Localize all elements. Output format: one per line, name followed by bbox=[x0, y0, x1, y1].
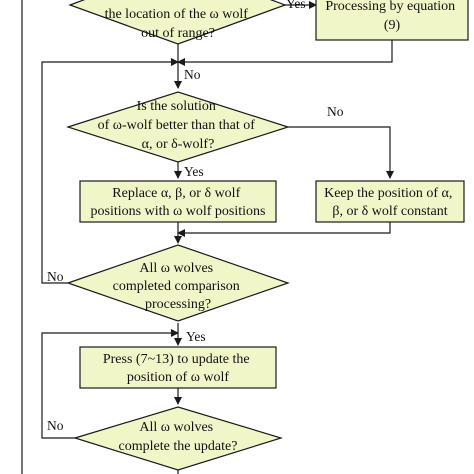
label-solution-yes: Yes bbox=[184, 164, 204, 179]
process-equation-text: Processing by equation (9) bbox=[325, 0, 458, 33]
update-position-text: Press (7~13) to update the position of ω… bbox=[103, 352, 253, 385]
label-comparison-no: No bbox=[47, 269, 64, 284]
edge-keep-merge bbox=[177, 222, 391, 237]
comparison-check-diamond bbox=[66, 244, 290, 322]
range-check-diamond bbox=[68, 0, 287, 45]
label-range-yes: Yes bbox=[286, 0, 306, 11]
update-check-diamond bbox=[72, 406, 284, 471]
edge-solution-no bbox=[288, 126, 394, 179]
solution-check-diamond bbox=[66, 91, 290, 163]
replace-positions-box bbox=[79, 180, 277, 223]
comparison-check-text: All ω wolves completed comparison proces… bbox=[113, 261, 244, 312]
update-position-box bbox=[79, 346, 277, 389]
label-range-no: No bbox=[184, 67, 201, 82]
keep-position-box bbox=[315, 180, 465, 223]
solution-check-text: Is the solution of ω-wolf better than th… bbox=[98, 99, 259, 152]
edge-update-loop bbox=[41, 329, 179, 439]
keep-position-text: Keep the position of α, β, or δ wolf con… bbox=[324, 186, 456, 219]
label-solution-no: No bbox=[327, 104, 344, 119]
edge-comparison-loop bbox=[41, 58, 179, 284]
edge-process-return bbox=[177, 40, 393, 66]
process-equation-box bbox=[315, 0, 469, 41]
label-update-no: No bbox=[47, 418, 64, 433]
replace-positions-text: Replace α, β, or δ wolf positions with ω… bbox=[91, 186, 266, 219]
label-comparison-yes: Yes bbox=[186, 329, 206, 344]
range-check-text: the location of the ω wolf out of range? bbox=[105, 7, 252, 41]
update-check-text: All ω wolves complete the update? bbox=[119, 420, 238, 454]
